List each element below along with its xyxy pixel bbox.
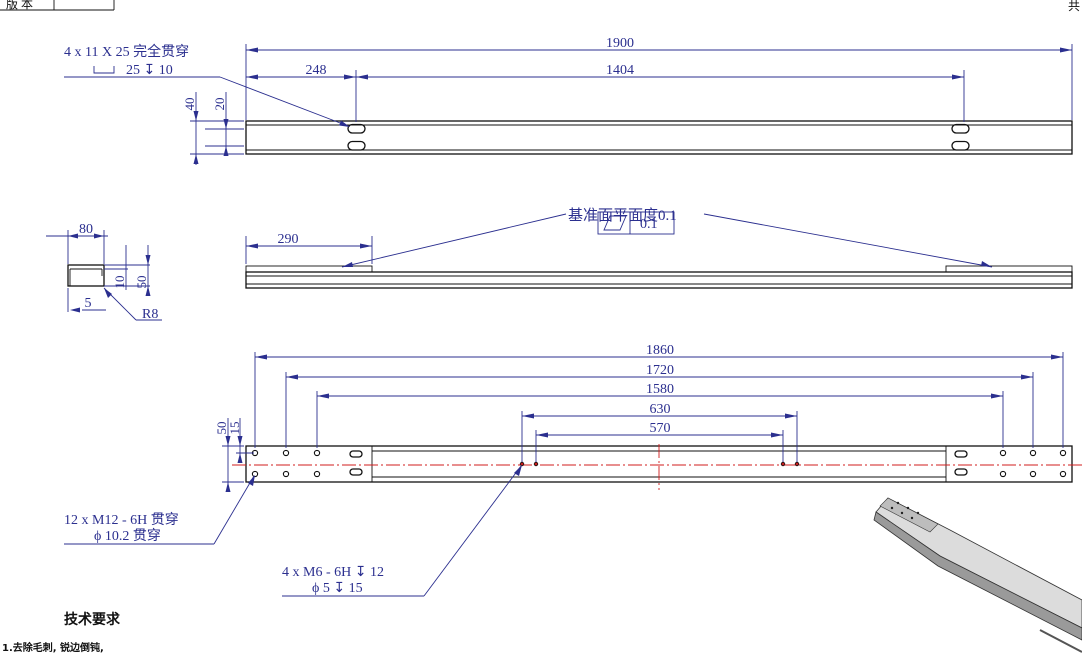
isometric-view <box>873 497 1082 653</box>
m6-hole <box>780 461 786 467</box>
dim-section-width: 80 <box>79 222 93 237</box>
side-view-outline <box>245 271 1073 289</box>
m12-holes-right <box>999 449 1067 478</box>
slot <box>951 123 970 134</box>
flatness-tolerance: 0.1 <box>640 217 658 232</box>
dim-570: 570 <box>650 421 671 436</box>
slot <box>349 468 363 476</box>
dim-height-15: 15 <box>227 422 242 435</box>
side-view: 290 0.1 基准面平面度0.1 <box>245 207 1073 289</box>
dim-slot-spacing: 1404 <box>606 63 634 78</box>
dim-overall-length: 1900 <box>606 36 634 51</box>
dim-1860: 1860 <box>646 343 674 358</box>
dim-height: 40 <box>182 98 197 111</box>
section-view: 80 10 50 5 R8 <box>46 222 162 322</box>
top-view-outline <box>245 120 1073 155</box>
requirements-title: 技术要求 <box>64 611 121 628</box>
version-label: 版 本 <box>6 0 33 11</box>
dim-height-50: 50 <box>214 422 229 435</box>
bottom-view: 1860 1720 1580 630 570 <box>64 343 1082 597</box>
dim-section-height: 50 <box>134 276 149 289</box>
slot <box>954 468 968 476</box>
flatness-symbol <box>603 215 627 231</box>
counterbore-symbol <box>93 66 115 74</box>
m6-hole <box>533 461 539 467</box>
m6-callout-line2: ϕ 5 ↧ 15 <box>312 581 363 596</box>
slot <box>951 140 970 151</box>
technical-requirements: 技术要求 1.去除毛刺, 锐边倒钝, <box>2 611 121 653</box>
datum-pad-left <box>245 265 373 273</box>
requirement-item: 1.去除毛刺, 锐边倒钝, <box>2 641 104 653</box>
dim-1720: 1720 <box>646 363 674 378</box>
slot <box>347 140 366 151</box>
flatness-frame <box>597 211 675 235</box>
dim-1580: 1580 <box>646 382 674 397</box>
dim-inner-height: 10 <box>112 276 127 289</box>
datum-pad-right <box>945 265 1073 273</box>
slot-callout-line1: 4 x 11 X 25 完全贯穿 <box>64 43 189 60</box>
m6-hole <box>794 461 800 467</box>
top-view: 1900 248 1404 40 20 4 x 11 X 25 完全贯穿 25 … <box>64 36 1073 165</box>
slot <box>349 450 363 458</box>
m12-callout-line2: ϕ 10.2 贯穿 <box>94 528 161 544</box>
dim-radius: R8 <box>142 307 158 322</box>
dim-630: 630 <box>650 402 671 417</box>
dim-flat-length: 290 <box>278 232 299 247</box>
sheet-label: 共 <box>1068 0 1080 13</box>
dim-left-offset: 248 <box>306 63 327 78</box>
dim-slot-height: 20 <box>212 98 227 111</box>
m6-hole <box>519 461 525 467</box>
m6-callout-line1: 4 x M6 - 6H ↧ 12 <box>282 565 384 580</box>
dim-wall: 5 <box>85 296 92 311</box>
slot <box>347 123 366 134</box>
title-block: 版 本 共 <box>0 0 1080 13</box>
m12-holes-left <box>251 449 321 478</box>
flatness-note: 基准面平面度0.1 <box>568 207 677 224</box>
section-outline <box>67 264 105 287</box>
slot <box>954 450 968 458</box>
slot-callout-line2: 25 ↧ 10 <box>126 63 173 78</box>
m12-callout-line1: 12 x M12 - 6H 贯穿 <box>64 512 179 528</box>
